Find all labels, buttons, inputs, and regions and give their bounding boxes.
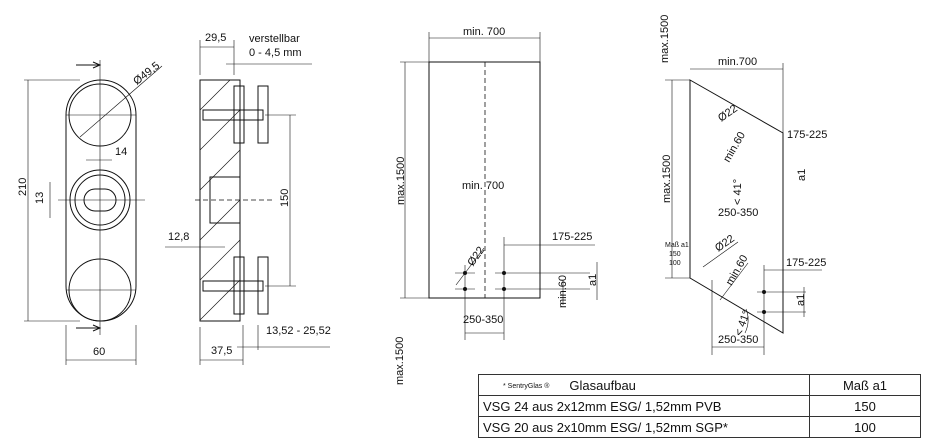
spacing-mid-label: 250-350 [718,207,758,219]
hole-spacing-dim: 150 [279,189,291,207]
legend-value-1: 150 [669,251,681,258]
adjust-label: verstellbar [249,33,300,45]
table-header: * SentryGlas ® Glasaufbau Maß a1 [478,374,921,396]
slot-height-dim: 13 [34,192,46,204]
glass-range-dim: 13,52 - 25,52 [266,325,331,337]
legend-value-2: 100 [669,260,681,267]
adjust-range: 0 - 4,5 mm [249,47,302,59]
range-bottom-label: 175-225 [786,257,826,269]
trapezoid-panel: max.1500 min.700 max.1500 Ø22 min.60 < 4… [659,15,827,355]
panel-outline [428,61,541,299]
edge-range-dim: 175-225 [552,231,592,243]
plate-outline [65,79,137,322]
glass-cell: VSG 24 aus 2x12mm ESG/ 1,52mm PVB [478,395,810,417]
height-dim: max.1500 [395,157,407,205]
bottom-bolt [202,280,264,292]
width-mid-label: min. 700 [462,180,504,192]
width-top-dim: min. 700 [463,26,505,38]
a1-dim: a1 [587,274,599,286]
side-view: 29,5 verstellbar 0 - 4,5 mm 150 12,8 37,… [165,32,331,365]
header-a1: Maß a1 [809,374,921,396]
glass-cell: VSG 20 aus 2x10mm ESG/ 1,52mm SGP* [478,416,810,438]
a1-cell: 150 [809,395,921,417]
range-top-label: 175-225 [787,129,827,141]
rectangular-panel: min. 700 min. 700 max.1500 max.1500 Ø22 … [394,26,599,385]
offset-dim: 12,8 [168,231,189,243]
header-glass: Glasaufbau [569,377,636,393]
panel-outline [689,79,784,334]
height-dim: 210 [17,178,29,196]
diameter-label: Ø49,5 [131,60,162,88]
height-top-label: max.1500 [659,15,671,63]
hole-markers [455,237,590,340]
section-arrows [76,61,102,332]
angle-top-label: < 41° [732,179,744,205]
width-dim: 60 [93,346,105,358]
top-bolt [202,109,264,121]
height-dim: max.1500 [661,155,673,203]
spacing-dim: 250-350 [463,314,503,326]
min-top-label: min.60 [721,130,748,165]
min-bottom-label: min.60 [724,253,751,288]
total-depth-dim: 37,5 [211,345,232,357]
front-view: Ø49,5 210 60 14 13 [17,60,163,365]
legend-title: Maß a1 [665,242,689,249]
a1-top-label: a1 [796,169,808,181]
a1-cell: 100 [809,416,921,438]
height-bottom-label: max.1500 [394,337,406,385]
table-row: VSG 20 aus 2x10mm ESG/ 1,52mm SGP* 100 [478,416,921,438]
spacing-bottom-label: 250-350 [718,334,758,346]
depth-dim: 29,5 [205,32,226,44]
table-row: VSG 24 aus 2x12mm ESG/ 1,52mm PVB 150 [478,395,921,417]
slot-width-dim: 14 [115,146,127,158]
width-top-dim: min.700 [718,56,757,68]
glass-table: * SentryGlas ® Glasaufbau Maß a1 VSG 24 a… [478,374,921,438]
sentryglas-note: * SentryGlas ® [503,382,550,390]
a1-bottom-label: a1 [795,294,807,306]
